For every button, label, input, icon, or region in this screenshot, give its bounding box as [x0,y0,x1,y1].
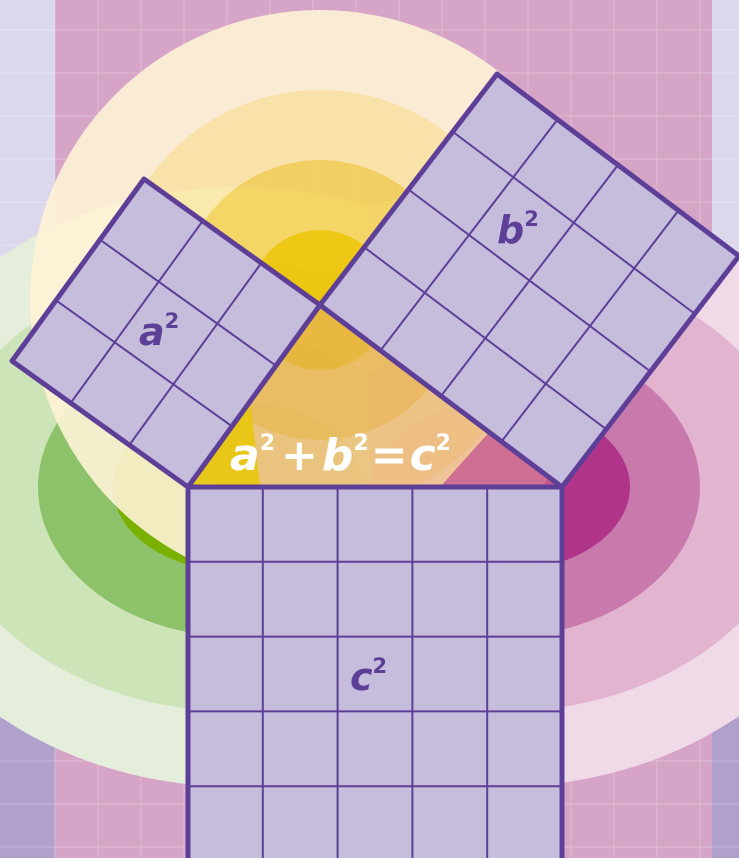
square-b-grid-line [440,164,619,397]
square-c-border [185,484,565,858]
triangle-magenta-patch [440,420,562,487]
label-b-squared: b2 [497,207,539,252]
square-b-grid-line [500,209,680,443]
square-c-fill [188,487,562,858]
square-a-grid-line [55,299,233,428]
square-a-grid-line [99,238,277,367]
triangle-fill [188,305,562,487]
square-a-grid-line [69,220,204,404]
square-labels: a2 b2 c2 [139,207,539,699]
squares-layer [9,71,739,858]
square-c [185,484,565,858]
label-a-squared: a2 [139,309,179,354]
square-a [9,176,323,490]
label-c-squared: c2 [350,654,387,699]
square-b-border [317,71,739,490]
square-b [317,71,739,490]
square-a-grid-line [128,262,263,446]
equation-text: a2+b2=c2 [230,430,451,481]
square-a-border [9,176,323,490]
square-b-grid-line [452,130,696,315]
